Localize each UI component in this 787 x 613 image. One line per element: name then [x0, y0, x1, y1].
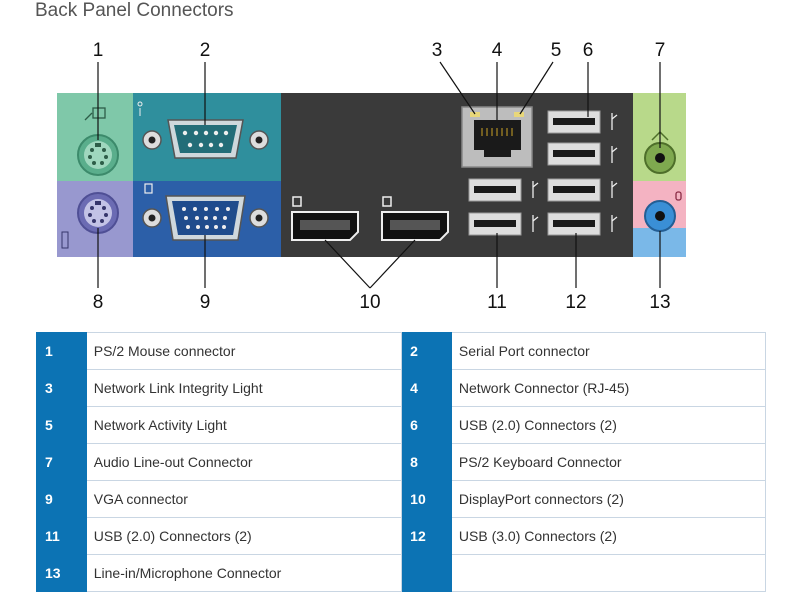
keyboard-icon [61, 231, 69, 249]
serial-icon [137, 101, 143, 116]
table-row: 11 USB (2.0) Connectors (2) 12 USB (3.0)… [36, 517, 767, 555]
callout-12: 12 [565, 292, 586, 313]
callout-5: 5 [551, 40, 562, 61]
table-row: 13 Line-in/Microphone Connector [36, 554, 767, 592]
legend-label: Network Connector (RJ-45) [450, 369, 767, 407]
callout-8: 8 [93, 292, 104, 313]
table-row: 3 Network Link Integrity Light 4 Network… [36, 369, 767, 407]
legend-label: Line-in/Microphone Connector [85, 554, 403, 592]
table-row: 7 Audio Line-out Connector 8 PS/2 Keyboa… [36, 443, 767, 481]
legend-number: 6 [401, 406, 452, 444]
table-row: 1 PS/2 Mouse connector 2 Serial Port con… [36, 332, 767, 370]
legend-number: 1 [36, 332, 87, 370]
legend-number: 2 [401, 332, 452, 370]
connector-legend-table: 1 PS/2 Mouse connector 2 Serial Port con… [36, 332, 767, 592]
callout-9: 9 [200, 292, 211, 313]
callout-6: 6 [583, 40, 594, 61]
callout-13: 13 [649, 292, 670, 313]
legend-number: 5 [36, 406, 87, 444]
legend-label: USB (2.0) Connectors (2) [450, 406, 767, 444]
page-title: Back Panel Connectors [35, 0, 234, 21]
usb-connector-mid-left-1 [468, 178, 522, 202]
callout-2: 2 [200, 40, 211, 61]
usb-icon [532, 113, 618, 232]
legend-label: DisplayPort connectors (2) [450, 480, 767, 518]
serial-port-connector [142, 119, 269, 159]
audio-line-out-connector [644, 142, 676, 174]
legend-number: 4 [401, 369, 452, 407]
table-row: 9 VGA connector 10 DisplayPort connector… [36, 480, 767, 518]
back-panel-diagram: 1 2 3 4 5 6 7 8 9 10 11 12 13 [57, 40, 686, 313]
line-in-connector [644, 200, 676, 232]
callout-10: 10 [359, 292, 380, 313]
legend-number: 10 [401, 480, 452, 518]
legend-number [401, 554, 452, 592]
callout-4: 4 [492, 40, 503, 61]
callout-1: 1 [93, 40, 104, 61]
ps2-mouse-connector [77, 134, 119, 176]
legend-label [450, 554, 767, 592]
legend-label: VGA connector [85, 480, 403, 518]
mouse-icon [84, 107, 106, 121]
legend-label: Network Activity Light [85, 406, 403, 444]
legend-number: 9 [36, 480, 87, 518]
callout-7: 7 [655, 40, 666, 61]
legend-number: 3 [36, 369, 87, 407]
legend-number: 7 [36, 443, 87, 481]
legend-number: 13 [36, 554, 87, 592]
legend-number: 8 [401, 443, 452, 481]
usb3-connector-1 [547, 178, 601, 202]
legend-label: Audio Line-out Connector [85, 443, 403, 481]
network-connector [461, 106, 533, 168]
legend-label: USB (3.0) Connectors (2) [450, 517, 767, 555]
legend-label: PS/2 Mouse connector [85, 332, 403, 370]
legend-number: 11 [36, 517, 87, 555]
usb3-connector-2 [547, 212, 601, 236]
legend-label: PS/2 Keyboard Connector [450, 443, 767, 481]
callout-11: 11 [487, 292, 507, 313]
microphone-icon [675, 191, 682, 201]
table-row: 5 Network Activity Light 6 USB (2.0) Con… [36, 406, 767, 444]
usb-connector-mid-left-2 [468, 212, 522, 236]
legend-number: 12 [401, 517, 452, 555]
legend-label: Serial Port connector [450, 332, 767, 370]
callout-3: 3 [432, 40, 443, 61]
displayport-connector-2 [381, 196, 449, 241]
ps2-keyboard-connector [77, 192, 119, 234]
vga-connector [142, 195, 269, 241]
usb-connector-top-2 [547, 142, 601, 166]
legend-label: Network Link Integrity Light [85, 369, 403, 407]
usb-connector-top-1 [547, 110, 601, 134]
displayport-connector-1 [291, 196, 359, 241]
monitor-icon [144, 183, 153, 194]
legend-label: USB (2.0) Connectors (2) [85, 517, 403, 555]
